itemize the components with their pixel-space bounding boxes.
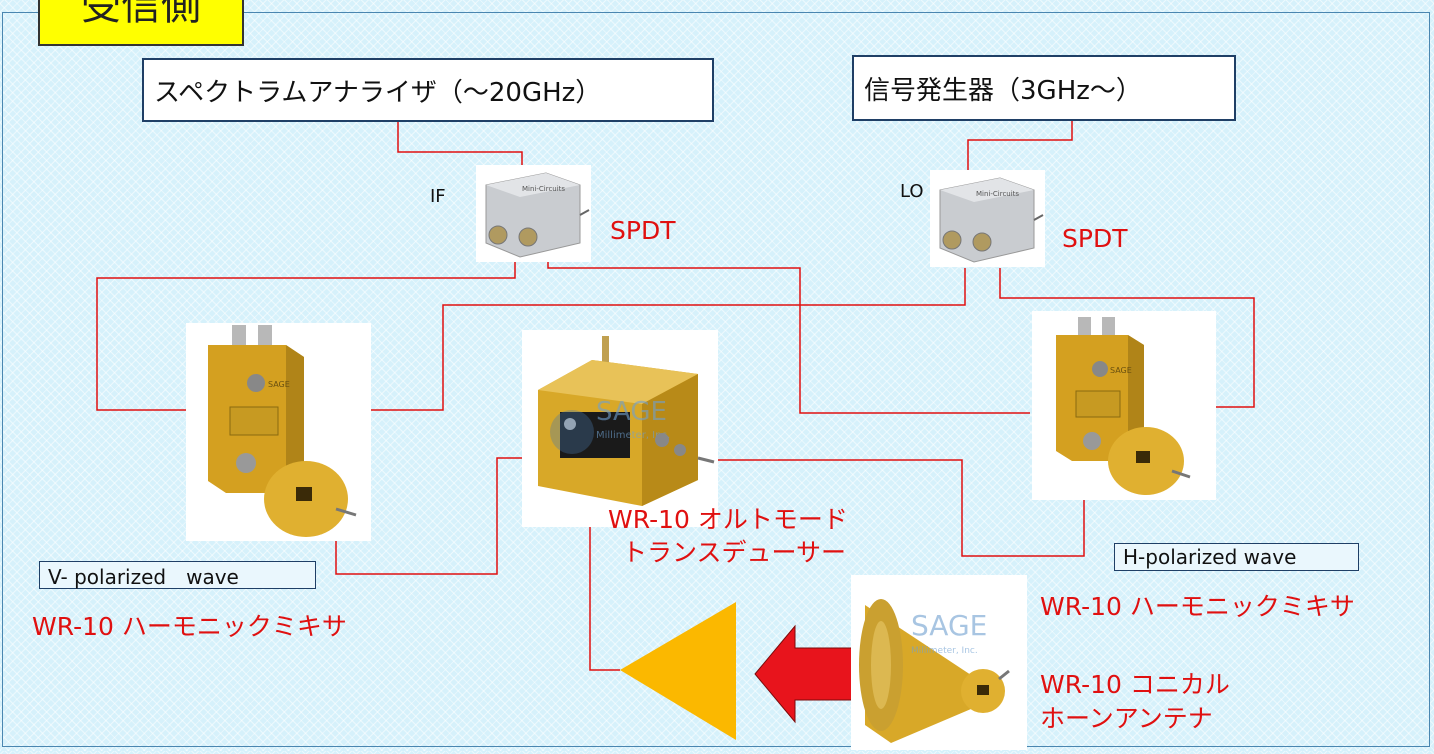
brand-watermark: SAGE (911, 609, 987, 642)
wire-analyzer-to-if (397, 122, 523, 168)
spectrum-analyzer-box: スペクトラムアナライザ（～20GHz） (142, 58, 714, 122)
lo-port-label: LO (900, 181, 924, 202)
h-mixer-photo: SAGE (1032, 311, 1216, 500)
v-mixer-photo: SAGE (186, 323, 371, 541)
wire-lo-to-v-mixer (370, 268, 966, 411)
h-polarized-tag: H-polarized wave (1114, 543, 1359, 571)
wire-if-to-h-mixer (547, 262, 1030, 414)
if-port-label: IF (430, 186, 446, 207)
signal-direction-arrow (754, 624, 853, 724)
signal-generator-box: 信号発生器（3GHz～） (852, 55, 1236, 121)
wire-lo-to-h-mixer (999, 268, 1255, 408)
wire-if-to-v-mixer (96, 262, 516, 411)
v-mixer-label: WR-10 ハーモニックミキサ (32, 612, 347, 641)
maker-watermark: Millimeter, Inc. (911, 646, 978, 656)
antenna-symbol (620, 602, 736, 740)
brand-watermark: SAGE (596, 397, 667, 427)
brand-text: SAGE (1110, 366, 1132, 375)
horn-label-line1: WR-10 コニカル (1040, 670, 1230, 699)
spdt-label-right: SPDT (1062, 224, 1128, 253)
maker-watermark: Millimeter, Inc. (596, 430, 670, 441)
spdt-switch-lo-photo: Mini-Circuits (930, 170, 1045, 267)
title-tag: 受信側 (38, 0, 244, 46)
spdt-label-left: SPDT (610, 216, 676, 245)
maker-text: Mini-Circuits (522, 185, 565, 193)
wire-omt-to-horn (589, 527, 620, 671)
wire-generator-to-lo (967, 121, 1073, 173)
brand-text: SAGE (268, 380, 290, 389)
h-mixer-label: WR-10 ハーモニックミキサ (1040, 592, 1355, 621)
spdt-switch-if-photo: Mini-Circuits (476, 165, 591, 262)
wire-omt-to-h-mixer (717, 459, 1085, 557)
horn-label-line2: ホーンアンテナ (1040, 704, 1213, 733)
diagram-frame (2, 12, 1430, 747)
horn-antenna-photo: SAGE Millimeter, Inc. (851, 575, 1027, 750)
omt-photo: SAGE Millimeter, Inc. (522, 330, 718, 527)
wire-omt-to-v-mixer (335, 457, 522, 575)
v-polarized-tag: V- polarized wave (39, 561, 316, 589)
omt-label-line2: トランスデューサー (622, 538, 847, 567)
omt-label-line1: WR-10 オルトモード (608, 505, 848, 534)
maker-text: Mini-Circuits (976, 190, 1019, 198)
